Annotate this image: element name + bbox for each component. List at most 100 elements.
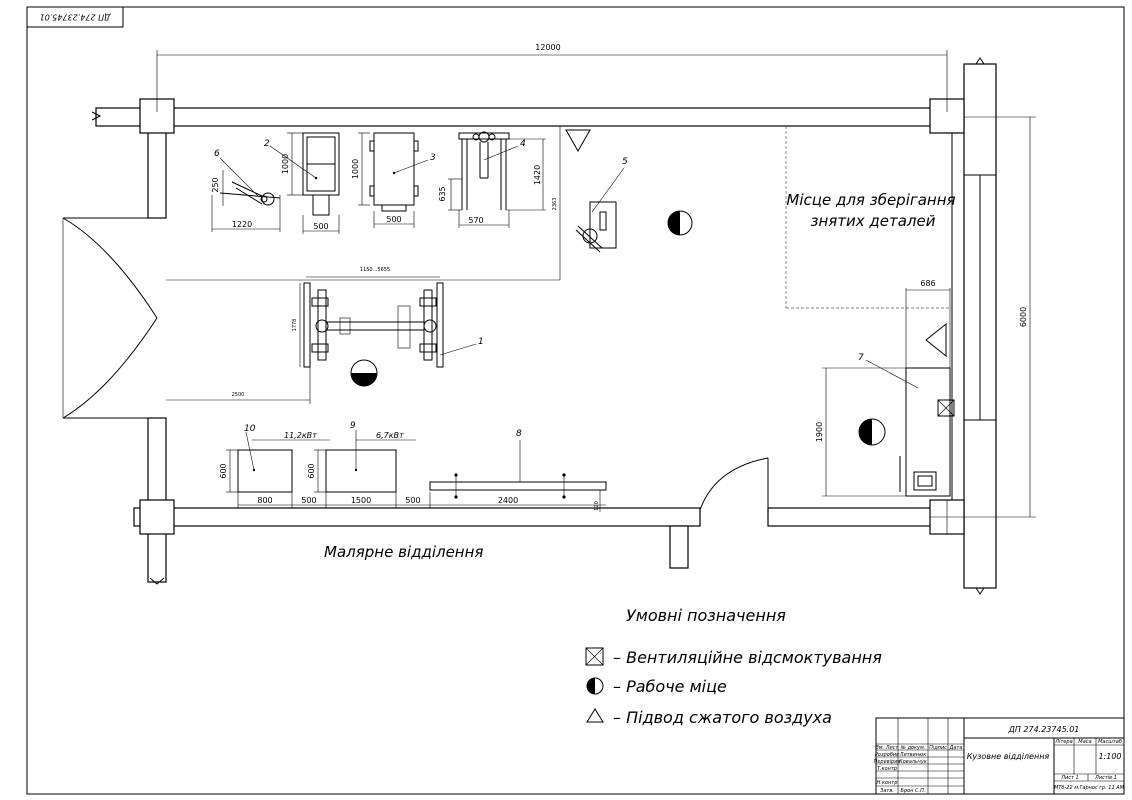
storage-zone: Місце для зберігання знятих деталей xyxy=(785,126,956,309)
sheet-frame xyxy=(26,6,1125,795)
label-10: 10 xyxy=(244,424,256,434)
equipment-9: 600 9 6,7кВт xyxy=(307,421,416,493)
power-9: 6,7кВт xyxy=(376,431,404,440)
label-3: 3 xyxy=(430,153,436,163)
tb-row4-role: Н.контр xyxy=(877,780,898,786)
equipment-7: 686 1900 7 xyxy=(815,279,955,497)
dim-500d: 500 xyxy=(405,496,420,505)
dim-overall-height: 6000 xyxy=(964,116,1036,518)
wall-bottom-right xyxy=(767,507,953,527)
tb-litera: Літера xyxy=(1054,739,1072,745)
tb-scale-value: 1:100 xyxy=(1098,752,1121,761)
label-8: 8 xyxy=(516,429,522,439)
tb-group: МТб-22 м.Гарнос гр. 11 АМ xyxy=(1054,785,1125,791)
legend-item-1-text: – Вентиляційне відсмоктування xyxy=(613,648,882,667)
dim-1220: 1220 xyxy=(232,220,252,229)
air-supply-icon xyxy=(586,708,604,723)
tb-row0-date: Дата xyxy=(949,745,963,751)
tb-row0-role: Зм. Лист xyxy=(876,745,900,751)
equipment-4: 635 1420 570 4 xyxy=(438,131,546,228)
label-4: 4 xyxy=(520,139,526,149)
tb-row5-name: Брон С.П. xyxy=(901,788,926,794)
equipment-1: 1778 1150...5655 1 xyxy=(292,267,484,368)
dim-250: 250 xyxy=(211,177,220,192)
dim-1900: 1900 xyxy=(815,422,824,442)
tb-row0-name: № докум. xyxy=(900,745,926,751)
ventilation-icon xyxy=(585,647,604,666)
dim-635: 635 xyxy=(438,186,447,201)
workplace-symbol-3 xyxy=(858,418,886,446)
dim-600b: 600 xyxy=(307,463,316,478)
dim-600a: 600 xyxy=(219,463,228,478)
air-supply-symbol-top xyxy=(565,129,591,153)
equipment-5: 5 xyxy=(575,157,628,253)
wall-left-upper xyxy=(147,125,167,219)
label-1: 1 xyxy=(478,337,484,347)
equipment-6: 1220 250 6 xyxy=(211,149,281,232)
side-door xyxy=(699,457,769,526)
tb-code: ДП 274.23745.01 xyxy=(1008,725,1080,734)
legend-title: Умовні позначення xyxy=(626,606,786,625)
dim-2363: 2363 xyxy=(552,198,558,211)
column-tr xyxy=(929,98,965,134)
dim-500a: 500 xyxy=(313,222,328,231)
dim-2500-group: 2500 xyxy=(166,367,311,404)
dim-1500: 1500 xyxy=(351,496,371,505)
tb-mass: Маса xyxy=(1078,739,1091,745)
dim-500c: 500 xyxy=(301,496,316,505)
dim-2500: 2500 xyxy=(232,392,245,398)
legend-item-2-text: – Рабоче міце xyxy=(613,677,727,696)
dim-12000: 12000 xyxy=(535,43,560,52)
rotated-code-text: ДП 274.23745.01 xyxy=(40,13,112,22)
dim-500b: 500 xyxy=(386,215,401,224)
dim-120: 120 xyxy=(594,501,600,511)
workplace-icon xyxy=(586,677,604,695)
tb-row3-role: Т.контр xyxy=(877,766,897,772)
label-2: 2 xyxy=(264,139,270,149)
car-zone-boundary: 2363 xyxy=(166,126,561,281)
tb-row2-name: Ковальчук xyxy=(899,759,927,765)
dim-6000: 6000 xyxy=(1019,307,1028,327)
legend-item-3-text: – Підвод сжатого воздуха xyxy=(613,708,832,727)
title-block: ДП 274.23745.01 Кузовне відділення Літер… xyxy=(874,717,1125,795)
power-10: 11,2кВт xyxy=(284,431,317,440)
tb-row5-role: Затв. xyxy=(880,788,894,794)
dim-1778: 1778 xyxy=(292,319,298,332)
dim-chain-bottom: 800 500 1500 500 xyxy=(237,492,431,508)
equipment-10: 600 10 11,2кВт xyxy=(219,424,330,493)
storage-label-2: знятих деталей xyxy=(810,212,935,230)
dim-2400: 2400 xyxy=(498,496,518,505)
tb-scale: Масштаб xyxy=(1098,739,1122,745)
label-9: 9 xyxy=(350,421,356,431)
tb-row2-role: Перевірив xyxy=(874,759,901,765)
tb-sheet: Лист 1 xyxy=(1060,775,1078,781)
label-6: 6 xyxy=(214,149,220,159)
dim-1000b: 1000 xyxy=(351,159,360,179)
paint-shop-label: Малярне відділення xyxy=(324,543,483,561)
tb-row1-name: Литвинюк xyxy=(899,752,927,758)
label-5: 5 xyxy=(622,157,628,167)
equipment-8: 2400 120 8 xyxy=(429,429,607,512)
main-gate xyxy=(62,217,158,419)
air-supply-symbol-right xyxy=(925,322,947,358)
dim-1000a: 1000 xyxy=(281,154,290,174)
tb-sheets: Листів 1 xyxy=(1094,775,1117,781)
building-walls xyxy=(91,57,997,595)
workplace-symbol-2 xyxy=(350,359,378,387)
tb-name: Кузовне відділення xyxy=(967,752,1050,761)
label-7: 7 xyxy=(858,353,864,363)
dim-1150-5655: 1150...5655 xyxy=(360,267,390,273)
equipment-3: 1000 500 3 xyxy=(351,132,436,228)
dim-686: 686 xyxy=(920,279,935,288)
dim-overall-width: 12000 xyxy=(156,43,948,112)
tb-row1-role: Розробив xyxy=(875,752,899,758)
legend: Умовні позначення – Вентиляційне відсмок… xyxy=(585,606,882,727)
dim-570: 570 xyxy=(468,216,483,225)
wall-top xyxy=(95,107,987,127)
wall-bottom-left xyxy=(133,507,701,527)
column-bl xyxy=(139,499,175,535)
tb-row0-sign: Підпис xyxy=(929,745,947,751)
dim-1420: 1420 xyxy=(533,165,542,185)
storage-label-1: Місце для зберігання xyxy=(786,191,955,209)
